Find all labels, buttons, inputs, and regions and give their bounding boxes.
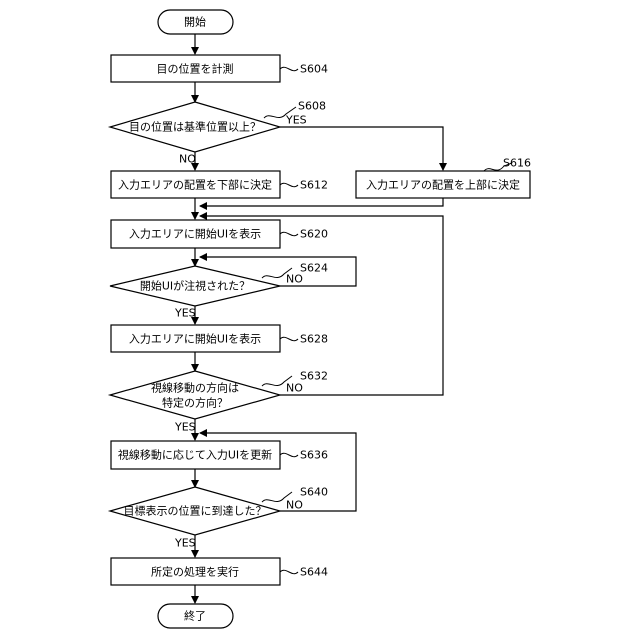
step-s620: 入力エリアに開始UIを表示 S620: [111, 220, 328, 248]
step-s636-id: S636: [300, 449, 328, 462]
step-s616-label: 入力エリアの配置を上部に決定: [366, 178, 520, 192]
end-terminal: 終了: [158, 604, 233, 628]
decision-s632-id: S632: [300, 370, 328, 383]
decision-s624-yes: YES: [174, 307, 196, 320]
decision-s640: 目標表示の位置に到達した？ S640 NO YES: [110, 486, 328, 550]
decision-s632-no: NO: [286, 382, 303, 395]
step-s620-label: 入力エリアに開始UIを表示: [129, 227, 261, 241]
end-label: 終了: [184, 609, 206, 623]
step-s644: 所定の処理を実行 S644: [111, 558, 328, 585]
step-s644-id: S644: [300, 566, 328, 579]
step-s620-id: S620: [300, 228, 328, 241]
decision-s640-id: S640: [300, 486, 328, 499]
decision-s632-label-line2: 特定の方向？: [162, 396, 228, 410]
decision-s608-yes: YES: [285, 114, 307, 127]
decision-s624-no: NO: [286, 273, 303, 286]
decision-s624-label: 開始UIが注視された？: [140, 279, 250, 293]
start-terminal: 開始: [158, 10, 233, 34]
decision-s632: 視線移動の方向は 特定の方向？ S632 NO YES: [110, 370, 328, 434]
step-s604-id: S604: [300, 63, 328, 76]
step-s604: 目の位置を計測 S604: [111, 55, 328, 82]
step-s628-label: 入力エリアに開始UIを表示: [129, 332, 261, 346]
decision-s608-label: 目の位置は基準位置以上？: [129, 120, 261, 134]
step-s628-id: S628: [300, 333, 328, 346]
step-s616-id: S616: [503, 157, 531, 170]
decision-s608: 目の位置は基準位置以上？ S608 YES NO: [110, 100, 326, 166]
start-label: 開始: [184, 15, 206, 29]
decision-s624-id: S624: [300, 262, 328, 275]
decision-s640-yes: YES: [174, 537, 196, 550]
decision-s640-label: 目標表示の位置に到達した？: [124, 504, 267, 518]
step-s636: 視線移動に応じて入力UIを更新 S636: [111, 441, 328, 469]
step-s604-label: 目の位置を計測: [157, 62, 234, 76]
step-s644-label: 所定の処理を実行: [151, 565, 239, 579]
decision-s624: 開始UIが注視された？ S624 NO YES: [110, 262, 328, 320]
decision-s632-label-line1: 視線移動の方向は: [151, 381, 239, 395]
step-s628: 入力エリアに開始UIを表示 S628: [111, 325, 328, 352]
decision-s608-id: S608: [298, 100, 326, 113]
step-s612-id: S612: [300, 179, 328, 192]
step-s636-label: 視線移動に応じて入力UIを更新: [118, 448, 272, 462]
decision-s632-yes: YES: [174, 421, 196, 434]
step-s612-label: 入力エリアの配置を下部に決定: [118, 178, 272, 192]
decision-s640-no: NO: [286, 499, 303, 512]
step-s612: 入力エリアの配置を下部に決定 S612: [111, 171, 328, 198]
decision-s608-no: NO: [179, 153, 196, 166]
